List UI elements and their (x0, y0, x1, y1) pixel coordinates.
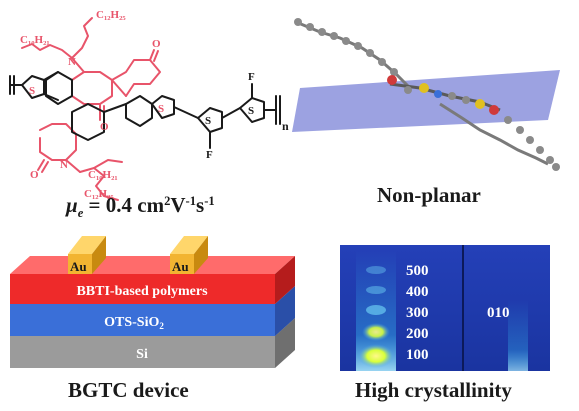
electrode-left-label: Au (70, 259, 87, 274)
peak-400 (366, 286, 386, 294)
peak-300 (366, 305, 386, 315)
polymer-front (10, 274, 275, 304)
atom-o-3: O (30, 169, 39, 181)
thiophene-left (21, 75, 45, 99)
dielectric-label: OTS-SiO2 (104, 315, 164, 331)
atom-n-bottom: N (60, 159, 68, 171)
in-plane-streak (508, 300, 528, 371)
substituent-bottom-1: C₁₀H₂₁ (88, 169, 118, 181)
atom-s-thiophene-1: S (205, 115, 211, 127)
bond-n-ch2-bottom (65, 159, 81, 173)
atom-n-top: N (68, 56, 76, 68)
repeat-unit-n: n (282, 119, 289, 133)
molecular-model-3d (292, 18, 560, 171)
dielectric-front (10, 304, 275, 336)
crystallinity-caption: High crystallinity (355, 378, 512, 402)
bgtc-device: Au Au BBTI-based polymers OTS-SiO2 Si (10, 236, 295, 368)
chemical-structure: C₁₂H₂₅ C₁₀H₂₁ C₁₀H₂₁ C₁₂H₂₅ n S S S S F … (9, 9, 289, 201)
alkyl-chain-top-right (71, 17, 93, 59)
dielectric-side (275, 286, 295, 336)
atom-o-2: O (152, 38, 161, 50)
alkyl-chain-top-left (21, 43, 73, 59)
giwaxs-pattern: 500 400 300 200 100 010 (340, 245, 550, 371)
peak-500 (366, 266, 386, 274)
substituent-bottom-2: C₁₂H₂₅ (84, 188, 114, 200)
peak-label-200: 200 (406, 326, 429, 342)
electrode-left-front (68, 254, 92, 274)
atom-f-bottom: F (206, 149, 213, 161)
bond-n-ch2-top (71, 57, 85, 73)
substituent-top-2: C₁₀H₂₁ (20, 34, 50, 46)
peak-label-500: 500 (406, 263, 429, 279)
electrode-right-side (194, 236, 208, 274)
electrode-right-top (170, 236, 208, 254)
peak-label-400: 400 (406, 284, 429, 300)
bbti-core (21, 17, 161, 201)
substrate-label: Si (136, 347, 148, 362)
non-planar-caption: Non-planar (377, 183, 481, 207)
device-caption: BGTC device (68, 378, 189, 402)
peak-label-100: 100 (406, 347, 429, 363)
atom-s-thiophene-2: S (248, 105, 254, 117)
mean-plane (292, 70, 560, 132)
benzene-right (125, 95, 153, 127)
peak-200 (362, 323, 390, 341)
peak-label-010: 010 (487, 305, 510, 321)
electron-mobility-label: μe = 0.4 cm2V-1s-1 (66, 193, 215, 220)
peak-100 (358, 344, 394, 368)
substrate-front (10, 336, 275, 368)
electrode-right-label: Au (172, 259, 189, 274)
electrode-right-front (170, 254, 194, 274)
benzene-left (45, 71, 73, 105)
molecule-labels: C₁₂H₂₅ C₁₀H₂₁ C₁₀H₂₁ C₁₂H₂₅ n S S S S F … (20, 9, 289, 200)
fluoro-thiophene-1 (197, 107, 223, 133)
substituent-top-1: C₁₂H₂₅ (96, 9, 126, 21)
polymer-side (275, 256, 295, 304)
atom-s-left: S (29, 85, 35, 97)
substrate-side (275, 318, 295, 368)
atom-s-right: S (158, 103, 164, 115)
alkyl-chain-bottom-2 (93, 159, 123, 169)
conjugated-backbone (9, 71, 281, 149)
atom-spheres (294, 18, 560, 171)
peak-labels: 500 400 300 200 100 010 (406, 263, 510, 363)
electrode-left-side (92, 236, 106, 274)
polymer-top (10, 256, 295, 274)
electrode-left-top (68, 236, 106, 254)
alkyl-chain-bottom (79, 167, 119, 201)
atom-o-1: O (100, 121, 109, 133)
atom-f-top: F (248, 71, 255, 83)
polymer-label: BBTI-based polymers (76, 284, 208, 299)
peak-label-300: 300 (406, 305, 429, 321)
